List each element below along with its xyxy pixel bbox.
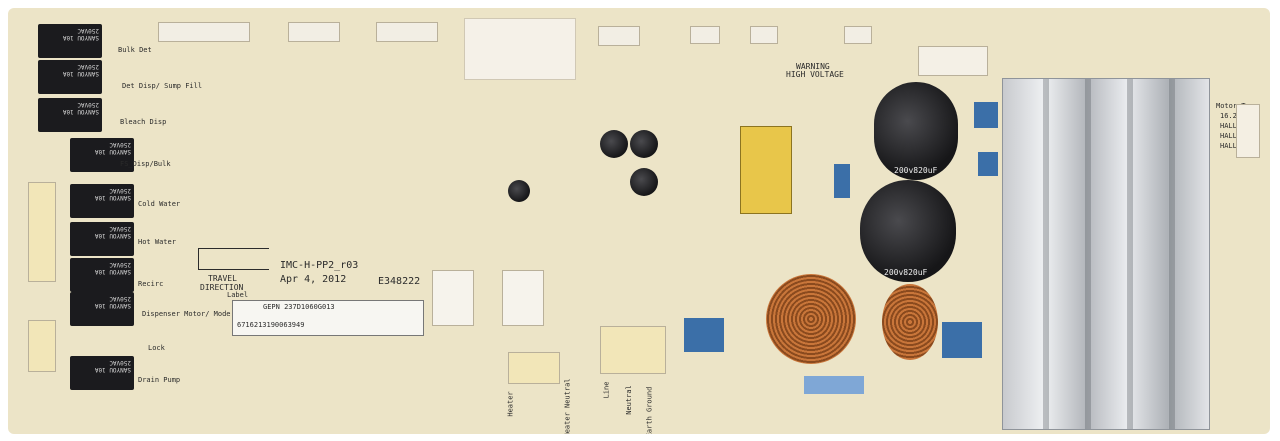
cap-label: 200v820uF — [884, 268, 928, 277]
large-cap-2: 200v820uF — [860, 180, 956, 282]
header-j803 — [690, 26, 720, 44]
relay-fs-disp: SANYOU 10A 250VAC — [70, 138, 134, 172]
board-cert: E348222 — [378, 276, 421, 287]
travel-arrow — [198, 248, 269, 270]
relay-text: SANYOU 10A 250VAC — [94, 225, 131, 239]
board-date: Apr 4, 2012 — [280, 274, 347, 285]
blue-cap-3 — [804, 376, 864, 394]
label-earth-ground: Earth Ground — [645, 386, 654, 434]
header-j4 — [288, 22, 340, 42]
relay-text: SANYOU 10A 250VAC — [94, 295, 131, 309]
relay-drain-pump: SANYOU 10A 250VAC — [70, 356, 134, 390]
blue-cap-1 — [684, 318, 724, 352]
toroid-coil-small — [882, 284, 938, 360]
cap-small-2 — [630, 130, 658, 158]
label-hot-water: Hot Water — [138, 238, 176, 246]
relay-hot-water: SANYOU 10A 250VAC — [70, 222, 134, 256]
heatsink-fin — [1043, 79, 1049, 429]
cap-small-3 — [630, 168, 658, 196]
relay-text: SANYOU 10A 250VAC — [62, 63, 99, 77]
relay-bleach-disp: SANYOU 10A 250VAC — [38, 98, 102, 132]
label-heater-neutral: Heater Neutral — [563, 378, 572, 434]
label-hall-c: HALL_C — [1220, 142, 1246, 150]
power-connector — [918, 46, 988, 76]
label-line: Line — [602, 381, 611, 399]
travel-text: TRAVEL — [208, 274, 237, 283]
label-bleach-disp: Bleach Disp — [120, 118, 167, 126]
relay-dispenser: SANYOU 10A 250VAC — [70, 292, 134, 326]
header-j3 — [376, 22, 438, 42]
label-cold-water: Cold Water — [138, 200, 181, 208]
toroid-coil-large — [766, 274, 856, 364]
header-j802 — [598, 26, 640, 46]
label-fs-disp: FS_Disp/Bulk — [120, 160, 171, 168]
direction-text: DIRECTION — [200, 283, 244, 292]
board-model: IMC-H-PP2_r03 — [280, 260, 359, 271]
relay-text: SANYOU 10A 250VAC — [62, 27, 99, 41]
heater-relay-2 — [502, 270, 544, 326]
heatsink-fin — [1169, 79, 1175, 429]
header-j804 — [750, 26, 778, 44]
motor-connector — [1236, 104, 1260, 158]
line-connector — [600, 326, 666, 374]
white-block-top — [464, 18, 576, 80]
relay-text: SANYOU 10A 250VAC — [94, 359, 131, 373]
label-det-disp: Det Disp/ Sump Fill — [122, 82, 203, 90]
heatsink-fin — [1085, 79, 1091, 429]
relay-text: SANYOU 10A 250VAC — [94, 261, 131, 275]
blue-cap-4 — [834, 164, 850, 198]
relay-bulk-det: SANYOU 10A 250VAC — [38, 24, 102, 58]
blue-cap-6 — [978, 152, 998, 176]
header-j802b — [844, 26, 872, 44]
label-bulk-det: Bulk Det — [118, 46, 152, 54]
cap-small-4 — [508, 180, 530, 202]
relay-text: SANYOU 10A 250VAC — [94, 187, 131, 201]
heatsink-fin — [1127, 79, 1133, 429]
left-connector-upper — [28, 182, 56, 282]
relay-text: SANYOU 10A 250VAC — [62, 101, 99, 115]
label-line2: 6716213190063949 — [237, 321, 305, 329]
heater-connector — [508, 352, 560, 384]
label-neutral: Neutral — [624, 385, 633, 415]
heatsink — [1002, 78, 1210, 430]
label-16v: 16.2V — [1220, 112, 1242, 120]
cap-label: 200v820uF — [894, 166, 938, 175]
heater-relay-1 — [432, 270, 474, 326]
relay-text: SANYOU 10A 250VAC — [94, 141, 131, 155]
label-line1: GEPN 237D1060G013 — [263, 303, 335, 311]
high-voltage-text: HIGH VOLTAGE — [786, 70, 844, 79]
relay-cold-water: SANYOU 10A 250VAC — [70, 184, 134, 218]
label-dispenser: Dispenser Motor/ Mode Shifter — [142, 310, 265, 318]
relay-recirc: SANYOU 10A 250VAC — [70, 258, 134, 292]
cap-small-1 — [600, 130, 628, 158]
label-title: Label — [227, 291, 249, 299]
circuit-board: SANYOU 10A 250VAC SANYOU 10A 250VAC SANY… — [8, 8, 1270, 434]
label-hall-a: HALL_A — [1220, 122, 1246, 130]
warning-text: WARNING — [796, 62, 830, 71]
transformer — [740, 126, 792, 214]
blue-cap-5 — [974, 102, 998, 128]
label-recirc: Recirc — [138, 280, 164, 288]
label-lock: Lock — [148, 344, 165, 352]
header-j20 — [158, 22, 250, 42]
label-hall-b: HALL_B — [1220, 132, 1246, 140]
large-cap-1: 200v820uF — [874, 82, 958, 180]
label-heater: Heater — [506, 391, 515, 417]
label-drain-pump: Drain Pump — [138, 376, 181, 384]
blue-cap-2 — [942, 322, 982, 358]
relay-det-disp: SANYOU 10A 250VAC — [38, 60, 102, 94]
left-connector-lower — [28, 320, 56, 372]
barcode-label: Label GEPN 237D1060G013 6716213190063949 — [227, 291, 424, 336]
